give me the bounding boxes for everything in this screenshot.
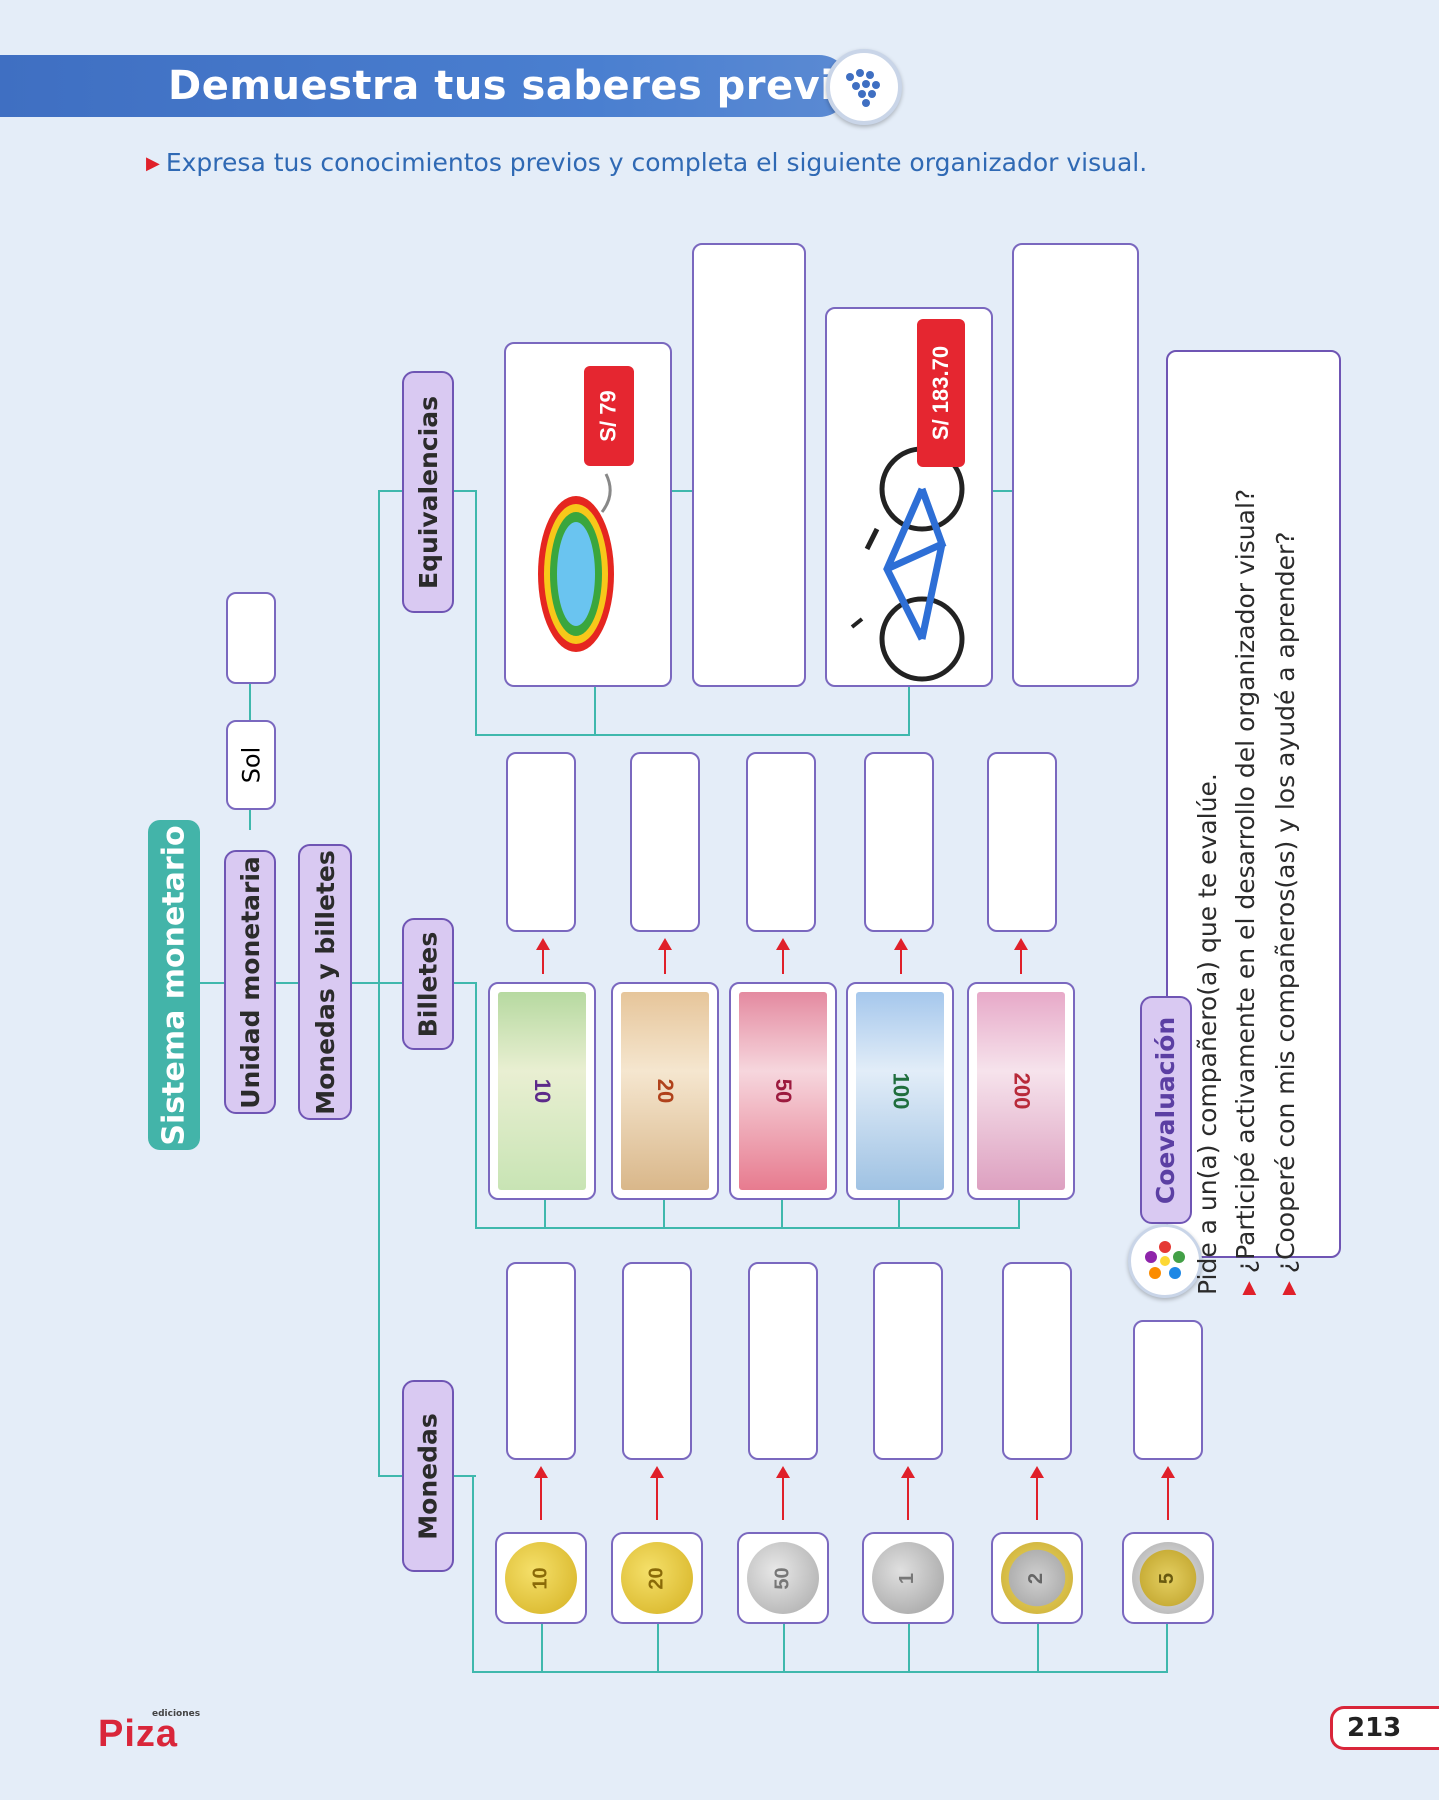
connector	[475, 490, 477, 736]
answer-box-equivalencia[interactable]	[692, 243, 806, 687]
connector	[475, 982, 477, 1228]
saberes-icon	[826, 49, 902, 125]
connector	[908, 1624, 910, 1672]
bill-10: 10	[488, 982, 596, 1200]
connector	[663, 1198, 665, 1228]
connector	[1018, 1198, 1020, 1228]
coevaluacion-title: Coevaluación	[1140, 996, 1192, 1224]
arrow-up-icon	[776, 1466, 790, 1520]
answer-box-billete[interactable]	[746, 752, 816, 932]
arrow-up-icon	[1030, 1466, 1044, 1520]
coin-50-centimos: 50	[737, 1532, 829, 1624]
connector	[378, 1475, 403, 1477]
coin-5-soles: 5	[1122, 1532, 1214, 1624]
question-2: ▶ ¿Cooperé con mis compañeros(as) y los …	[1271, 531, 1300, 1296]
connector	[541, 1624, 543, 1672]
arrow-up-icon	[534, 1466, 548, 1520]
bullet-triangle-icon: ▶	[1238, 1281, 1259, 1295]
coin-2-soles: 2	[991, 1532, 1083, 1624]
bullet-triangle-icon: ▶	[1278, 1281, 1299, 1295]
answer-box-moneda[interactable]	[1133, 1320, 1203, 1460]
answer-box-moneda[interactable]	[748, 1262, 818, 1460]
equivalencias-label: Equivalencias	[402, 371, 454, 613]
connector	[350, 982, 400, 984]
connector	[657, 1624, 659, 1672]
coin-1-sol: 1	[862, 1532, 954, 1624]
connector	[454, 1475, 476, 1477]
page-number: 213	[1330, 1706, 1439, 1750]
question-1: ▶ ¿Participé activamente en el desarroll…	[1231, 488, 1260, 1295]
coin-20-centimos: 20	[611, 1532, 703, 1624]
answer-box-billete[interactable]	[506, 752, 576, 932]
pool-card: S/ 79	[504, 342, 672, 687]
coevaluacion-icon	[1128, 1224, 1202, 1298]
price-tag	[584, 366, 634, 466]
answer-box-equivalencia[interactable]	[1012, 243, 1139, 687]
connector	[378, 490, 403, 492]
connector	[454, 490, 476, 492]
coevaluacion-text: Pide a un(a) compañero(a) que te evalúe.…	[1190, 360, 1330, 1295]
publisher-logo: ediciones Piza	[98, 1709, 201, 1755]
unidad-monetaria-label: Unidad monetaria	[224, 850, 276, 1114]
pool-image	[538, 473, 614, 652]
page-title: Demuestra tus saberes previos	[168, 63, 887, 109]
billetes-label: Billetes	[402, 918, 454, 1050]
connector	[594, 686, 596, 736]
answer-box-moneda[interactable]	[1002, 1262, 1072, 1460]
answer-box-moneda[interactable]	[873, 1262, 943, 1460]
connector	[472, 1671, 1168, 1673]
coin-10-centimos: 10	[495, 1532, 587, 1624]
arrow-up-icon	[536, 938, 550, 974]
monedas-label: Monedas	[402, 1380, 454, 1572]
sol-answer-box[interactable]	[226, 592, 276, 684]
arrow-up-icon	[650, 1466, 664, 1520]
bicycle-card: S/ 183.70	[825, 307, 993, 687]
connector	[472, 1475, 474, 1673]
connector	[783, 1624, 785, 1672]
answer-box-moneda[interactable]	[622, 1262, 692, 1460]
arrow-up-icon	[894, 938, 908, 974]
bill-200: 200	[967, 982, 1075, 1200]
price-tag	[917, 319, 965, 467]
connector	[992, 490, 1014, 492]
instruction: ▶Expresa tus conocimientos previos y com…	[146, 148, 1148, 177]
coevaluacion-card	[1166, 350, 1341, 1258]
arrow-up-icon	[901, 1466, 915, 1520]
connector	[781, 1198, 783, 1228]
arrow-up-icon	[776, 938, 790, 974]
arrow-up-icon	[1014, 938, 1028, 974]
sol-box: Sol	[226, 720, 276, 810]
answer-box-billete[interactable]	[987, 752, 1057, 932]
root-label: Sistema monetario	[148, 820, 200, 1150]
header-band	[0, 55, 850, 117]
connector	[475, 1227, 1020, 1229]
connector	[908, 686, 910, 736]
connector	[898, 1198, 900, 1228]
connector	[378, 982, 403, 984]
connector	[544, 1198, 546, 1228]
connector	[475, 734, 910, 736]
bullet-triangle-icon: ▶	[146, 153, 160, 174]
connector	[1037, 1624, 1039, 1672]
answer-box-billete[interactable]	[864, 752, 934, 932]
answer-box-billete[interactable]	[630, 752, 700, 932]
connector	[672, 490, 694, 492]
monedas-billetes-label: Monedas y billetes	[298, 844, 352, 1120]
bill-20: 20	[611, 982, 719, 1200]
bill-50: 50	[729, 982, 837, 1200]
bill-100: 100	[846, 982, 954, 1200]
bicycle-image	[850, 446, 965, 682]
arrow-up-icon	[658, 938, 672, 974]
connector	[454, 982, 476, 984]
arrow-up-icon	[1161, 1466, 1175, 1520]
answer-box-moneda[interactable]	[506, 1262, 576, 1460]
connector	[1166, 1624, 1168, 1672]
